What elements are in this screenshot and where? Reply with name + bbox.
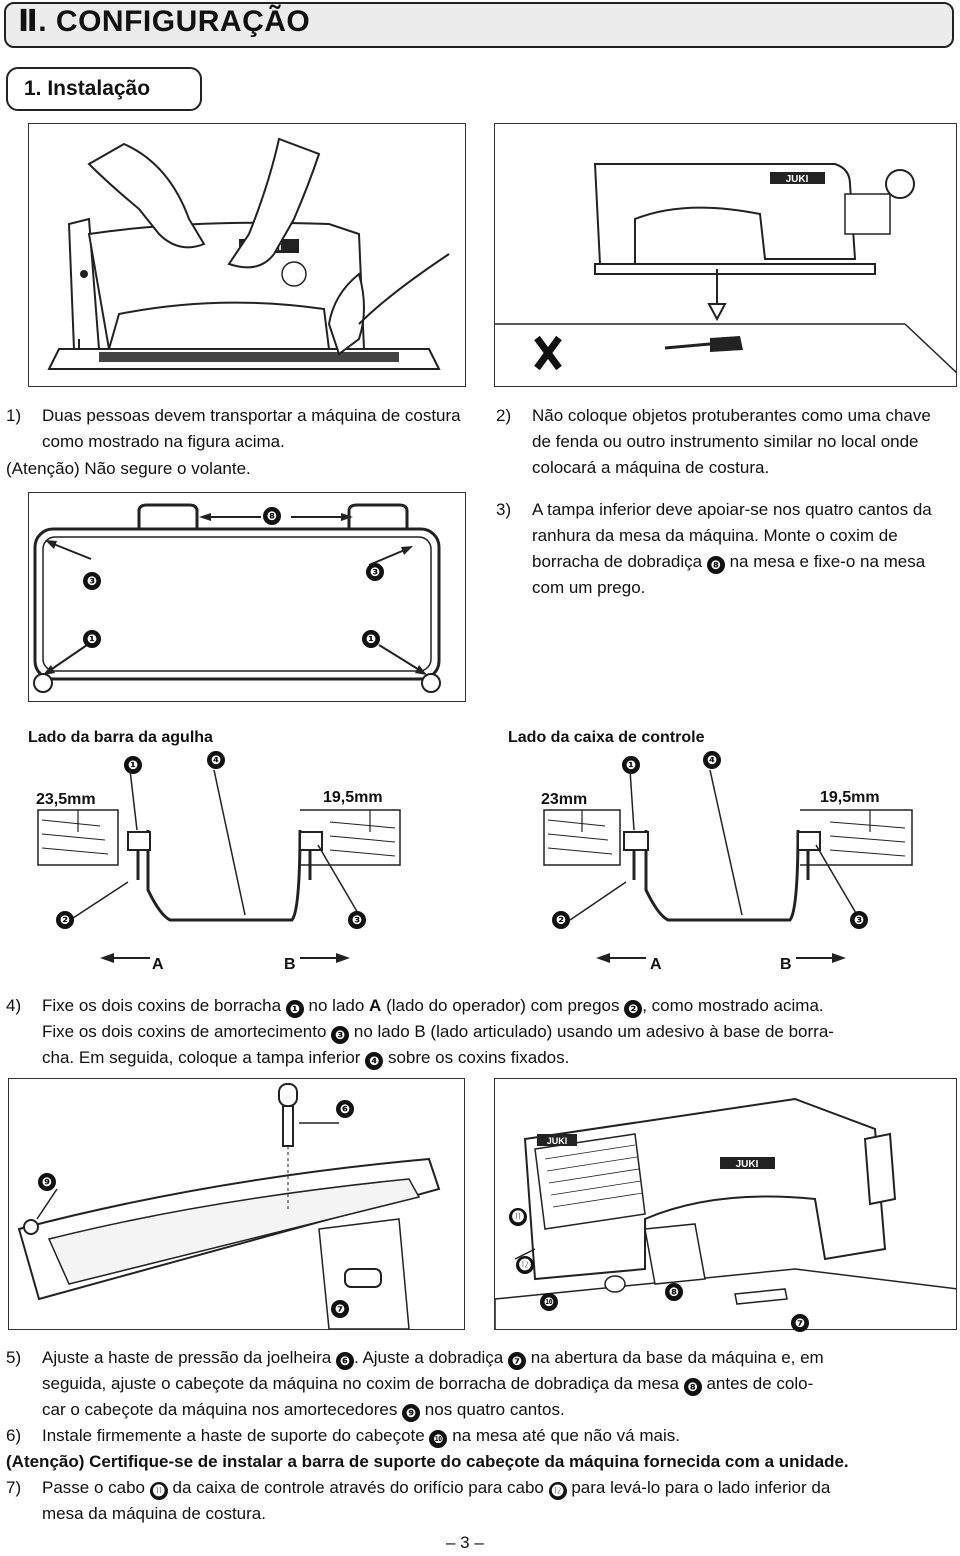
step-4-callout-1: ❶ — [285, 1000, 304, 1018]
side-a-left: A — [152, 956, 164, 973]
callout-3-fig3-left: ❸ — [83, 572, 101, 590]
step-1-number: 1) — [6, 406, 22, 425]
step-5-callout-6: ❻ — [335, 1352, 354, 1370]
step-7-text-b: da caixa de controle através do orifício… — [172, 1478, 544, 1497]
side-b-right: B — [780, 956, 792, 973]
callout-1-sec-left: ❶ — [124, 756, 142, 774]
carry-machine-illustration: JUKI — [47, 137, 450, 370]
step-6-text-a: Instale firmemente a haste de suporte do… — [42, 1426, 425, 1445]
figure-machine-on-table: JUKI JUKI — [494, 1078, 957, 1330]
dimension-right-1: 23mm — [541, 791, 588, 808]
step-4-callout-3: ❸ — [331, 1026, 350, 1044]
section-title: Ⅱ. CONFIGURAÇÃO — [18, 5, 311, 38]
section-diagram — [37, 770, 913, 963]
control-box-side-title: Lado da caixa de controle — [508, 729, 705, 746]
page-number: – 3 – — [446, 1533, 484, 1552]
no-objects-illustration: JUKI — [495, 163, 956, 374]
step-5-text-a: Ajuste a haste de pressão da joelheira — [42, 1348, 332, 1367]
brand-logo-box: JUKI — [547, 1136, 568, 1146]
step-4-text-d: , como mostrado acima. — [642, 996, 824, 1015]
step-4-text-c: (lado do operador) com pregos — [386, 996, 620, 1015]
brand-logo-head: JUKI — [736, 1159, 759, 1170]
step-5-callout-8: ❽ — [683, 1378, 702, 1396]
step-5-text-e: antes de colo- — [706, 1374, 814, 1393]
step-5-text-g: nos quatro cantos. — [424, 1400, 565, 1419]
step-7-number: 7) — [6, 1478, 22, 1497]
callout-2-sec-right: ❷ — [552, 911, 570, 929]
figure-no-objects: JUKI — [494, 123, 957, 387]
subsection-title: 1. Instalação — [24, 77, 151, 100]
step-2-number: 2) — [496, 406, 512, 425]
step-5-callout-9: ❾ — [402, 1404, 421, 1422]
step-7-callout-12: ⓬ — [548, 1482, 567, 1500]
section-left — [37, 770, 401, 963]
section-right — [543, 770, 913, 963]
machine-on-table-illustration: JUKI JUKI — [495, 1097, 956, 1329]
figure-table-groove — [28, 492, 466, 702]
callout-8-fig3: ❽ — [263, 507, 281, 525]
step-5-text-d: seguida, ajuste o cabeçote da máquina no… — [42, 1374, 679, 1393]
callout-3-sec-left: ❸ — [348, 911, 366, 929]
step-5-text-c: na abertura da base da máquina e, em — [530, 1348, 824, 1367]
step-4-text-e: Fixe os dois coxins de amortecimento — [42, 1022, 327, 1041]
step-6-note: (Atenção) Certifique-se de instalar a ba… — [6, 1452, 849, 1471]
callout-3-sec-right: ❸ — [850, 911, 868, 929]
dimension-left-1: 23,5mm — [36, 791, 96, 808]
step-4-number: 4) — [6, 996, 22, 1015]
brand-logo-right: JUKI — [786, 174, 809, 185]
step-5-callout-7: ❼ — [508, 1352, 526, 1370]
side-b-left: B — [284, 956, 296, 973]
step-6-number: 6) — [6, 1426, 22, 1445]
callout-4-sec-right: ❹ — [703, 751, 721, 769]
callout-1-sec-right: ❶ — [622, 756, 640, 774]
step-1-note: (Atenção) Não segure o volante. — [6, 459, 251, 478]
dimension-left-2: 19,5mm — [323, 789, 383, 806]
callout-10-fig5: ❿ — [540, 1293, 558, 1311]
subsection-header-box — [6, 67, 202, 111]
needle-bar-side-title: Lado da barra da agulha — [28, 729, 213, 746]
step-1-text: Duas pessoas devem transportar a máquina… — [42, 406, 461, 451]
section-header-box — [4, 2, 954, 48]
step-7-text-c: para levá-lo para o lado inferior da — [571, 1478, 831, 1497]
figure-table-opening — [8, 1078, 465, 1330]
dimension-right-2: 19,5mm — [820, 789, 880, 806]
callout-1-fig3-left: ❶ — [83, 630, 101, 648]
callout-1-fig3-right: ❶ — [362, 630, 380, 648]
callout-8-fig5: ❽ — [665, 1283, 683, 1301]
callout-4-sec-left: ❹ — [207, 751, 225, 769]
step-3-number: 3) — [496, 500, 512, 519]
step-4-text-b: no lado — [308, 996, 365, 1015]
step-4-callout-2: ❷ — [624, 1000, 643, 1018]
step-7-text-a: Passe o cabo — [42, 1478, 146, 1497]
callout-9-fig4: ❾ — [38, 1173, 56, 1191]
callout-7-fig4: ❼ — [331, 1300, 349, 1318]
step-5-number: 5) — [6, 1348, 22, 1367]
side-a-right: A — [650, 956, 662, 973]
step-4-callout-4: ❹ — [365, 1052, 384, 1070]
step-4-text-g: cha. Em seguida, coloque a tampa inferio… — [42, 1048, 361, 1067]
step-3-text-a: A tampa inferior deve apoiar-se nos quat… — [532, 500, 932, 571]
step-4-text-a: Fixe os dois coxins de borracha — [42, 996, 282, 1015]
callout-11-fig5: ⓫ — [509, 1208, 527, 1226]
table-groove-illustration — [33, 503, 441, 693]
step-4-text-f: no lado B (lado articulado) usando um ad… — [353, 1022, 834, 1041]
callout-7-fig5: ❼ — [791, 1314, 809, 1332]
callout-6-fig4: ❻ — [336, 1100, 354, 1118]
callout-2-sec-left: ❷ — [56, 911, 74, 929]
step-4-side-a: A — [369, 996, 382, 1015]
figure-carry-machine: JUKI — [28, 123, 466, 387]
step-5-text-b: . Ajuste a dobradiça — [353, 1348, 504, 1367]
step-2-text: Não coloque objetos protuberantes como u… — [532, 406, 931, 477]
callout-3-fig3-right: ❸ — [366, 563, 384, 581]
step-6-text-b: na mesa até que não vá mais. — [452, 1426, 680, 1445]
step-7-callout-11: ⓫ — [149, 1482, 168, 1500]
table-opening-illustration — [17, 1083, 441, 1329]
step-3-callout-8: ❽ — [706, 556, 725, 574]
step-3-text-b: na mesa e fixe-o na mesa com um prego. — [532, 552, 926, 597]
callout-12-fig5: ⓬ — [516, 1256, 534, 1274]
step-5-text-f: car o cabeçote da máquina nos amortecedo… — [42, 1400, 398, 1419]
step-4-text-h: sobre os coxins fixados. — [387, 1048, 570, 1067]
step-6-callout-10: ❿ — [429, 1430, 448, 1448]
step-7-text-d: mesa da máquina de costura. — [42, 1504, 266, 1523]
